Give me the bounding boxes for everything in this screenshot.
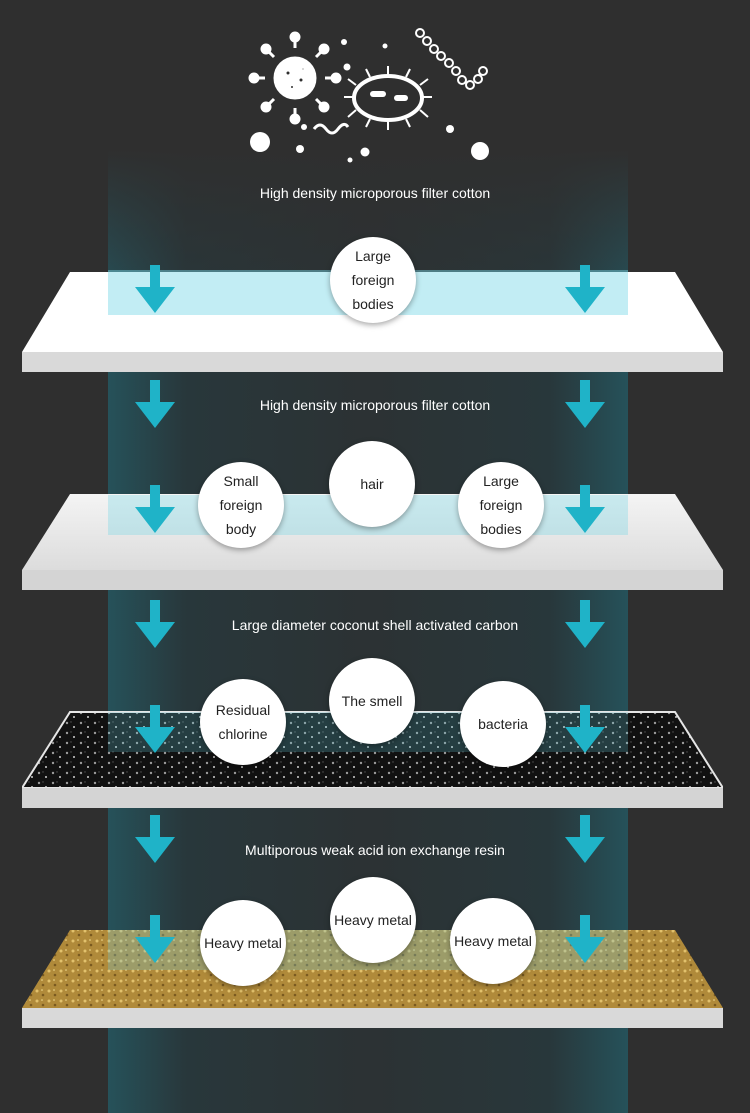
layer-4-label: Multiporous weak acid ion exchange resin: [0, 842, 750, 858]
down-arrow-icon: [563, 265, 607, 315]
bacteria-icon: [344, 66, 432, 130]
layer-3-circle-3: bacteria: [460, 681, 546, 767]
layer-3-circle-1: Residual chlorine: [200, 679, 286, 765]
layer-2-circle-2: hair: [329, 441, 415, 527]
layer-3-label: Large diameter coconut shell activated c…: [0, 617, 750, 633]
layer-2-circle-3: Large foreign bodies: [458, 462, 544, 548]
down-arrow-icon: [563, 380, 607, 430]
layer-4-circle-1: Heavy metal: [200, 900, 286, 986]
layer-4-circle-2: Heavy metal: [330, 877, 416, 963]
down-arrow-icon: [133, 815, 177, 865]
layer-3-circle-2: The smell: [329, 658, 415, 744]
down-arrow-icon: [563, 815, 607, 865]
layer-1-circle-1: Large foreign bodies: [330, 237, 416, 323]
layer-2-circle-1: Small foreign body: [198, 462, 284, 548]
layer-4-circle-3: Heavy metal: [450, 898, 536, 984]
down-arrow-icon: [563, 485, 607, 535]
down-arrow-icon: [133, 705, 177, 755]
down-arrow-icon: [133, 485, 177, 535]
layer-2-label: High density microporous filter cotton: [0, 397, 750, 413]
worm-icon: [314, 124, 348, 133]
down-arrow-icon: [133, 600, 177, 650]
contaminants-illustration: [240, 25, 500, 165]
down-arrow-icon: [133, 380, 177, 430]
down-arrow-icon: [563, 915, 607, 965]
down-arrow-icon: [563, 600, 607, 650]
down-arrow-icon: [133, 265, 177, 315]
virus-icon: [250, 33, 340, 123]
down-arrow-icon: [563, 705, 607, 755]
layer-1-label: High density microporous filter cotton: [0, 185, 750, 201]
down-arrow-icon: [133, 915, 177, 965]
